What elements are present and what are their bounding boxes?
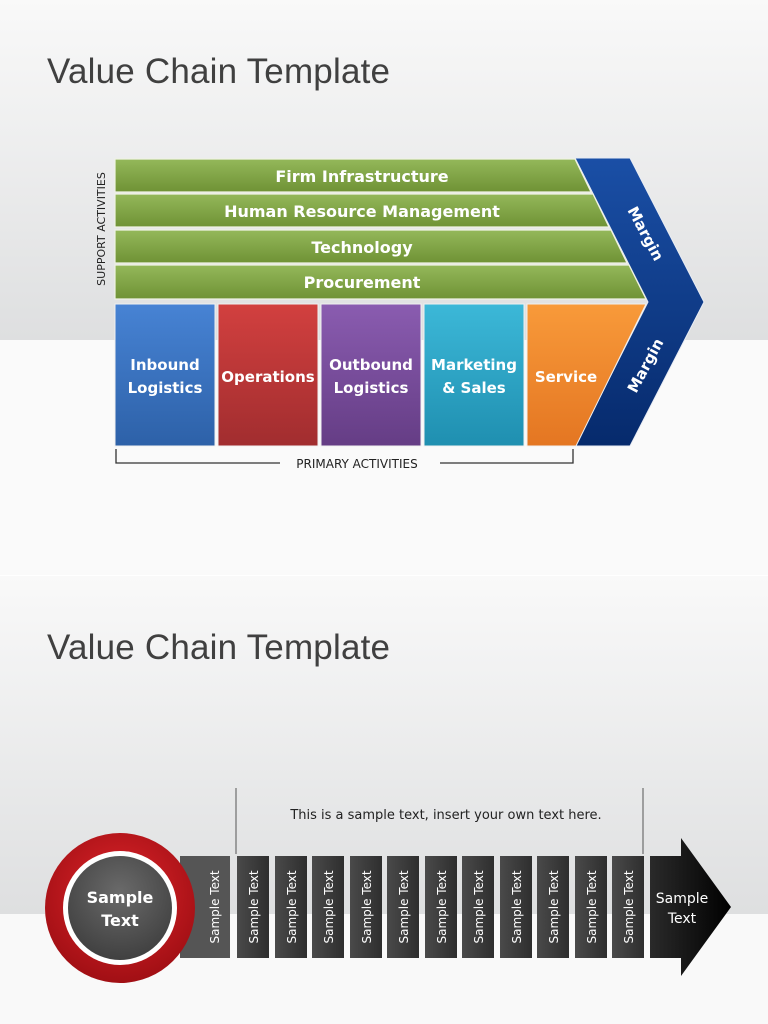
sample-bar: [350, 856, 382, 958]
slide-title: Value Chain Template: [47, 628, 391, 667]
primary-activities-bracket: [115, 449, 574, 464]
sample-bars: Sample Text Sample Text Sample Text Samp…: [237, 856, 644, 958]
arrow-label-1: Sample: [656, 891, 709, 907]
support-label-technology: Technology: [311, 238, 413, 257]
primary-label-marketing-2: & Sales: [442, 379, 506, 397]
sample-bar: [275, 856, 307, 958]
margin-chevron: [574, 157, 705, 447]
primary-activities: Inbound Logistics Operations Outbound Lo…: [114, 303, 647, 447]
primary-box-marketing-sales: [423, 303, 525, 447]
support-bar-technology: [114, 229, 628, 264]
sample-bar: [500, 856, 532, 958]
slide-1: Value Chain Template Margin Margin Firm …: [0, 0, 768, 471]
primary-box-operations: [217, 303, 319, 447]
bar-label: Sample Text: [285, 870, 299, 943]
value-chain-flow-diagram: This is a sample text, insert your own t…: [45, 788, 731, 983]
support-bar-firm-infrastructure: [114, 158, 592, 193]
support-activities-label: SUPPORT ACTIVITIES: [95, 172, 108, 286]
primary-box-inbound-logistics: [114, 303, 216, 447]
value-chain-diagram: Margin Margin Firm Infrastructure Human …: [95, 157, 705, 471]
bar-label: Sample Text: [472, 870, 486, 943]
bar-label: Sample Text: [585, 870, 599, 943]
support-activities: Firm Infrastructure Human Resource Manag…: [114, 158, 647, 300]
bar-label: Sample Text: [510, 870, 524, 943]
bar-label: Sample Text: [322, 870, 336, 943]
sample-bar: [575, 856, 607, 958]
bar-label: Sample Text: [247, 870, 261, 943]
primary-label-inbound-1: Inbound: [130, 356, 199, 374]
sample-bar: [537, 856, 569, 958]
sample-bar: [612, 856, 644, 958]
callout-text: This is a sample text, insert your own t…: [289, 808, 601, 823]
bar-label: Sample Text: [208, 870, 222, 943]
primary-box-service: [526, 303, 647, 447]
inner-circle: [68, 856, 172, 960]
bar-label: Sample Text: [435, 870, 449, 943]
primary-label-outbound-1: Outbound: [329, 356, 413, 374]
end-arrow: [650, 838, 731, 976]
circle-label-1: Sample: [87, 888, 154, 907]
primary-label-operations: Operations: [221, 368, 314, 386]
support-bar-procurement: [114, 264, 647, 300]
primary-label-outbound-2: Logistics: [334, 379, 409, 397]
primary-label-inbound-2: Logistics: [128, 379, 203, 397]
primary-label-service: Service: [535, 368, 597, 386]
primary-box-outbound-logistics: [320, 303, 422, 447]
support-label-procurement: Procurement: [304, 273, 421, 292]
bar-label: Sample Text: [360, 870, 374, 943]
bar-label: Sample Text: [547, 870, 561, 943]
sample-bar: [312, 856, 344, 958]
support-bar-hrm: [114, 193, 610, 228]
support-label-firm-infrastructure: Firm Infrastructure: [275, 167, 448, 186]
slide-title: Value Chain Template: [47, 52, 391, 91]
bar-label: Sample Text: [397, 870, 411, 943]
sample-bar: [387, 856, 419, 958]
primary-activities-label: PRIMARY ACTIVITIES: [296, 457, 417, 471]
sample-bar: [425, 856, 457, 958]
arrow-label-2: Text: [667, 911, 697, 927]
circle-label-2: Text: [101, 911, 139, 930]
primary-label-marketing-1: Marketing: [431, 356, 517, 374]
slide-2: Value Chain Template This is a sample te…: [0, 576, 768, 1024]
sample-bar: [462, 856, 494, 958]
bar-label: Sample Text: [622, 870, 636, 943]
support-label-hrm: Human Resource Management: [224, 202, 500, 221]
sample-bar: [237, 856, 269, 958]
